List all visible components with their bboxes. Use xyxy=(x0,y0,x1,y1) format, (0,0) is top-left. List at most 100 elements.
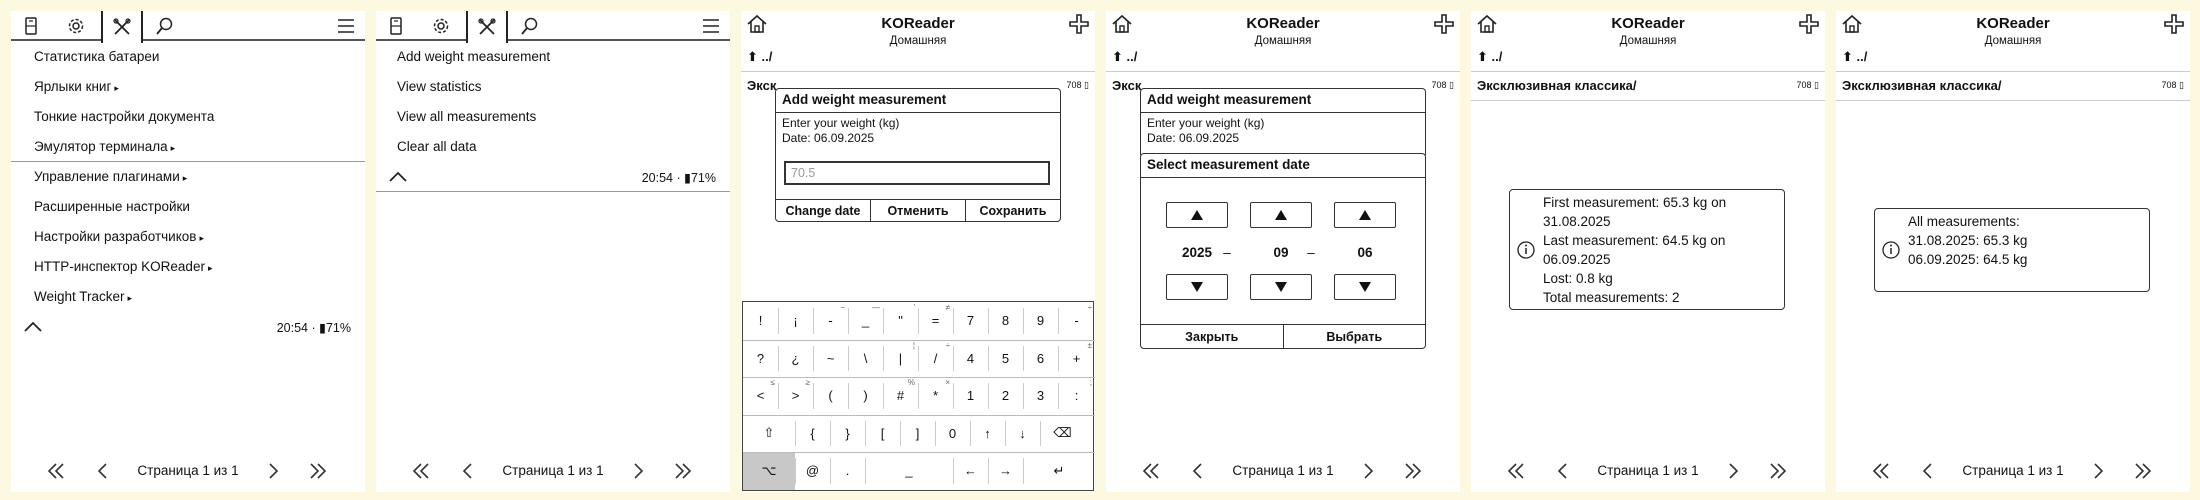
last-page-button[interactable] xyxy=(303,457,333,485)
menu-item-developer-options[interactable]: Настройки разработчиков▸ xyxy=(34,229,204,244)
tab-search[interactable] xyxy=(508,11,552,41)
keyboard-key[interactable]: 4 xyxy=(953,340,988,378)
keyboard-key[interactable]: >≥ xyxy=(778,377,813,415)
keyboard-key[interactable]: 6 xyxy=(1023,340,1058,378)
year-increment-button[interactable] xyxy=(1166,202,1228,228)
weight-input[interactable]: 70.5 xyxy=(784,161,1050,185)
menu-item-view-all[interactable]: View all measurements xyxy=(397,109,536,124)
keyboard-key[interactable]: *× xyxy=(918,377,953,415)
first-page-button[interactable] xyxy=(1501,457,1531,485)
menu-item-document-tweaks[interactable]: Тонкие настройки документа xyxy=(34,109,214,124)
menu-item-add-weight[interactable]: Add weight measurement xyxy=(397,49,550,64)
tab-tools[interactable] xyxy=(466,11,508,43)
first-page-button[interactable] xyxy=(1866,457,1896,485)
keyboard-key[interactable]: /÷ xyxy=(918,340,953,378)
folder-item[interactable]: Экск xyxy=(1112,78,1142,93)
change-date-button[interactable]: Change date xyxy=(776,200,871,221)
keyboard-key[interactable]: 2 xyxy=(988,377,1023,415)
menu-item-plugin-management[interactable]: Управление плагинами▸ xyxy=(34,169,187,184)
plus-icon[interactable] xyxy=(1067,12,1091,36)
tab-settings[interactable] xyxy=(416,11,466,41)
prev-page-button[interactable] xyxy=(456,457,480,485)
keyboard-key[interactable]: ⌥ xyxy=(743,452,795,490)
last-page-button[interactable] xyxy=(1763,457,1793,485)
keyboard-key[interactable]: _— xyxy=(848,302,883,340)
save-button[interactable]: Сохранить xyxy=(979,203,1047,218)
keyboard-key[interactable]: { xyxy=(795,415,830,453)
keyboard-key[interactable]: "' xyxy=(883,302,918,340)
keyboard-key[interactable]: 5 xyxy=(988,340,1023,378)
keyboard-key[interactable]: ¿ xyxy=(778,340,813,378)
keyboard-key[interactable]: ! xyxy=(743,302,778,340)
next-page-button[interactable] xyxy=(1356,457,1380,485)
first-page-button[interactable] xyxy=(406,457,436,485)
keyboard-key[interactable]: |¦ xyxy=(883,340,918,378)
keyboard-key[interactable]: +± xyxy=(1058,340,1095,378)
last-page-button[interactable] xyxy=(2128,457,2158,485)
keyboard-key[interactable]: -− xyxy=(813,302,848,340)
keyboard-key[interactable]: ↑ xyxy=(970,415,1005,453)
keyboard-key[interactable]: -÷ xyxy=(1058,302,1095,340)
keyboard-key[interactable]: ¡ xyxy=(778,302,813,340)
month-increment-button[interactable] xyxy=(1250,202,1312,228)
parent-folder-row[interactable]: ⬆ ../ xyxy=(747,49,773,64)
keyboard-key[interactable]: _ xyxy=(865,452,953,490)
measurements-infobox[interactable]: All measurements: 31.08.2025: 65.3 kg 06… xyxy=(1874,208,2150,292)
parent-folder-row[interactable]: ⬆ ../ xyxy=(1477,49,1503,64)
menu-item-clear-data[interactable]: Clear all data xyxy=(397,139,477,154)
menu-item-battery-stats[interactable]: Статистика батареи xyxy=(34,49,159,64)
first-page-button[interactable] xyxy=(41,457,71,485)
tab-document[interactable] xyxy=(376,11,416,41)
month-decrement-button[interactable] xyxy=(1250,274,1312,300)
prev-page-button[interactable] xyxy=(1186,457,1210,485)
tab-tools[interactable] xyxy=(101,11,143,43)
menu-item-terminal-emulator[interactable]: Эмулятор терминала▸ xyxy=(34,139,175,154)
select-button[interactable]: Выбрать xyxy=(1326,329,1383,344)
prev-page-button[interactable] xyxy=(1916,457,1940,485)
keyboard-key[interactable]: #% xyxy=(883,377,918,415)
prev-page-button[interactable] xyxy=(91,457,115,485)
keyboard-key[interactable]: 7 xyxy=(953,302,988,340)
keyboard-key[interactable]: 8 xyxy=(988,302,1023,340)
keyboard-key[interactable]: :; xyxy=(1058,377,1095,415)
plus-icon[interactable] xyxy=(2162,12,2186,36)
home-icon[interactable] xyxy=(745,12,769,36)
next-page-button[interactable] xyxy=(1721,457,1745,485)
statistics-infobox[interactable]: First measurement: 65.3 kg on 31.08.2025… xyxy=(1509,189,1785,310)
keyboard-key[interactable]: [ xyxy=(865,415,900,453)
menu-item-weight-tracker[interactable]: Weight Tracker▸ xyxy=(34,289,132,304)
keyboard-key[interactable]: @ xyxy=(795,452,830,490)
day-decrement-button[interactable] xyxy=(1334,274,1396,300)
chevron-up-icon[interactable] xyxy=(21,319,45,335)
menu-item-advanced-settings[interactable]: Расширенные настройки xyxy=(34,199,190,214)
home-icon[interactable] xyxy=(1840,12,1864,36)
first-page-button[interactable] xyxy=(1136,457,1166,485)
keyboard-key[interactable]: ↓ xyxy=(1005,415,1040,453)
keyboard-key[interactable]: 9 xyxy=(1023,302,1058,340)
home-icon[interactable] xyxy=(1110,12,1134,36)
tab-search[interactable] xyxy=(143,11,187,41)
keyboard-key[interactable]: 0 xyxy=(935,415,970,453)
keyboard-key[interactable]: ↵ xyxy=(1023,452,1095,490)
prev-page-button[interactable] xyxy=(1551,457,1575,485)
home-icon[interactable] xyxy=(1475,12,1499,36)
keyboard-key[interactable]: } xyxy=(830,415,865,453)
menu-item-http-inspector[interactable]: HTTP-инспектор KOReader▸ xyxy=(34,259,212,274)
keyboard-key[interactable]: → xyxy=(988,452,1023,490)
day-increment-button[interactable] xyxy=(1334,202,1396,228)
keyboard-key[interactable]: ? xyxy=(743,340,778,378)
keyboard-key[interactable]: =≠ xyxy=(918,302,953,340)
cancel-button[interactable]: Отменить xyxy=(871,200,966,221)
keyboard-key[interactable]: <≤ xyxy=(743,377,778,415)
folder-item[interactable]: Эксклюзивная классика/ xyxy=(1477,78,1637,93)
tab-settings[interactable] xyxy=(51,11,101,41)
next-page-button[interactable] xyxy=(2086,457,2110,485)
menu-item-view-statistics[interactable]: View statistics xyxy=(397,79,482,94)
menu-item-book-shortcuts[interactable]: Ярлыки книг▸ xyxy=(34,79,119,94)
parent-folder-row[interactable]: ⬆ ../ xyxy=(1112,49,1138,64)
keyboard-key[interactable]: ~ xyxy=(813,340,848,378)
keyboard-key[interactable]: \ xyxy=(848,340,883,378)
keyboard-key[interactable]: 3 xyxy=(1023,377,1058,415)
keyboard-key[interactable]: ] xyxy=(900,415,935,453)
keyboard-key[interactable]: ← xyxy=(953,452,988,490)
